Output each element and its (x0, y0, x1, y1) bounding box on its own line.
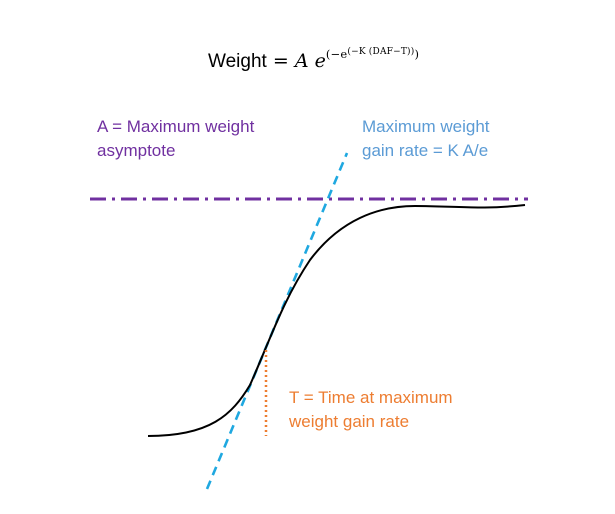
inflection-time-label: T = Time at maximum weight gain rate (289, 386, 453, 434)
max-rate-label-line2: gain rate = K A/e (362, 141, 489, 160)
formula-equals: = (272, 50, 289, 72)
formula-exponent: (−e(−K (DAF−T))) (325, 47, 420, 61)
formula-base: e (314, 50, 326, 72)
formula-lhs: Weight (208, 51, 267, 72)
asymptote-label: A = Maximum weight asymptote (97, 115, 254, 163)
growth-curve (147, 204, 526, 437)
asymptote-label-line2: asymptote (97, 141, 176, 160)
inflection-time-label-line1: T = Time at maximum (289, 388, 453, 407)
formula-coefficient: A (294, 50, 309, 72)
formula-inner-exponent: (−K (DAF−T)) (347, 47, 415, 57)
max-rate-label: Maximum weight gain rate = K A/e (362, 115, 490, 163)
gompertz-formula: Weight = A e(−e(−K (DAF−T))) (208, 46, 419, 76)
asymptote-label-line1: A = Maximum weight (97, 117, 255, 136)
max-rate-label-line1: Maximum weight (362, 117, 490, 136)
inflection-time-label-line2: weight gain rate (289, 412, 410, 431)
